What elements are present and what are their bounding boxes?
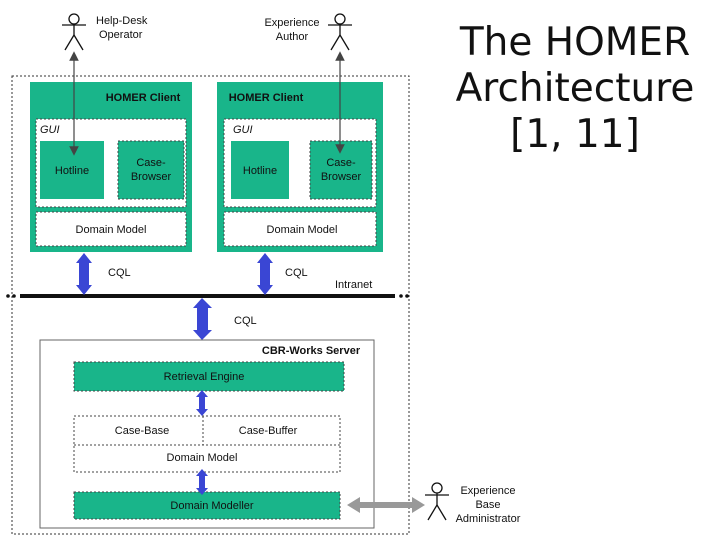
domain-modeller-box (73, 491, 341, 520)
case-buffer-label: Case-Buffer (239, 425, 298, 437)
case-browser-box (309, 140, 373, 200)
case-store-box (73, 415, 341, 473)
intranet-label: Intranet (335, 279, 372, 291)
case-browser-label-1: Case- (136, 157, 166, 169)
cql-label-left: CQL (108, 267, 131, 279)
client-title: HOMER Client (229, 92, 304, 104)
system-boundary (11, 75, 410, 535)
domain-model-box (35, 211, 187, 247)
case-base-label: Case-Base (115, 425, 169, 437)
gui-label: GUI (233, 124, 253, 136)
domain-model-label: Domain Model (76, 224, 147, 236)
cql-arrow-server (193, 298, 212, 340)
case-browser-box (117, 140, 185, 200)
title-line-2: Architecture (455, 66, 695, 111)
case-browser-label-2: Browser (131, 171, 172, 183)
cql-arrow-left (76, 253, 92, 295)
admin-link-arrow (347, 497, 425, 513)
domain-modeller-label: Domain Modeller (170, 500, 253, 512)
homer-client-left: HOMER Client GUI Hotline Case- Browser D… (30, 82, 192, 252)
experience-author-actor-icon (328, 13, 352, 51)
helpdesk-label-2: Operator (99, 29, 143, 41)
author-label-2: Author (276, 31, 309, 43)
intranet-bus (6, 294, 409, 298)
cql-arrow-right (257, 253, 273, 295)
title-line-1: The HOMER (459, 20, 691, 65)
server-arrow-bottom (196, 469, 208, 495)
case-browser-label-1: Case- (326, 157, 356, 169)
admin-label-1: Experience (460, 485, 515, 497)
domain-model-box (223, 211, 377, 247)
cql-label-server: CQL (234, 315, 257, 327)
server-arrow-top (196, 390, 208, 416)
hotline-box (231, 141, 289, 199)
admin-label-2: Base (475, 499, 500, 511)
domain-model-label: Domain Model (267, 224, 338, 236)
homer-client-right: HOMER Client GUI Hotline Case- Browser D… (217, 82, 383, 252)
helpdesk-label-1: Help-Desk (96, 15, 148, 27)
title-line-3: [1, 11] (510, 112, 640, 157)
server-title: CBR-Works Server (262, 345, 361, 357)
helpdesk-operator-actor-icon (62, 13, 86, 51)
slide-title: The HOMER Architecture [1, 11] (430, 20, 720, 158)
admin-label-3: Administrator (456, 513, 521, 525)
retrieval-engine-label: Retrieval Engine (164, 371, 245, 383)
server-domain-model-label: Domain Model (167, 452, 238, 464)
admin-actor-icon (425, 482, 449, 521)
gui-label: GUI (40, 124, 60, 136)
case-browser-label-2: Browser (321, 171, 362, 183)
cbr-works-server: CBR-Works Server Retrieval Engine Case-B… (39, 339, 375, 529)
hotline-label: Hotline (243, 165, 277, 177)
author-label-1: Experience (264, 17, 319, 29)
retrieval-engine-box (73, 361, 345, 392)
client-title: HOMER Client (106, 92, 181, 104)
cql-label-right: CQL (285, 267, 308, 279)
hotline-label: Hotline (55, 165, 89, 177)
